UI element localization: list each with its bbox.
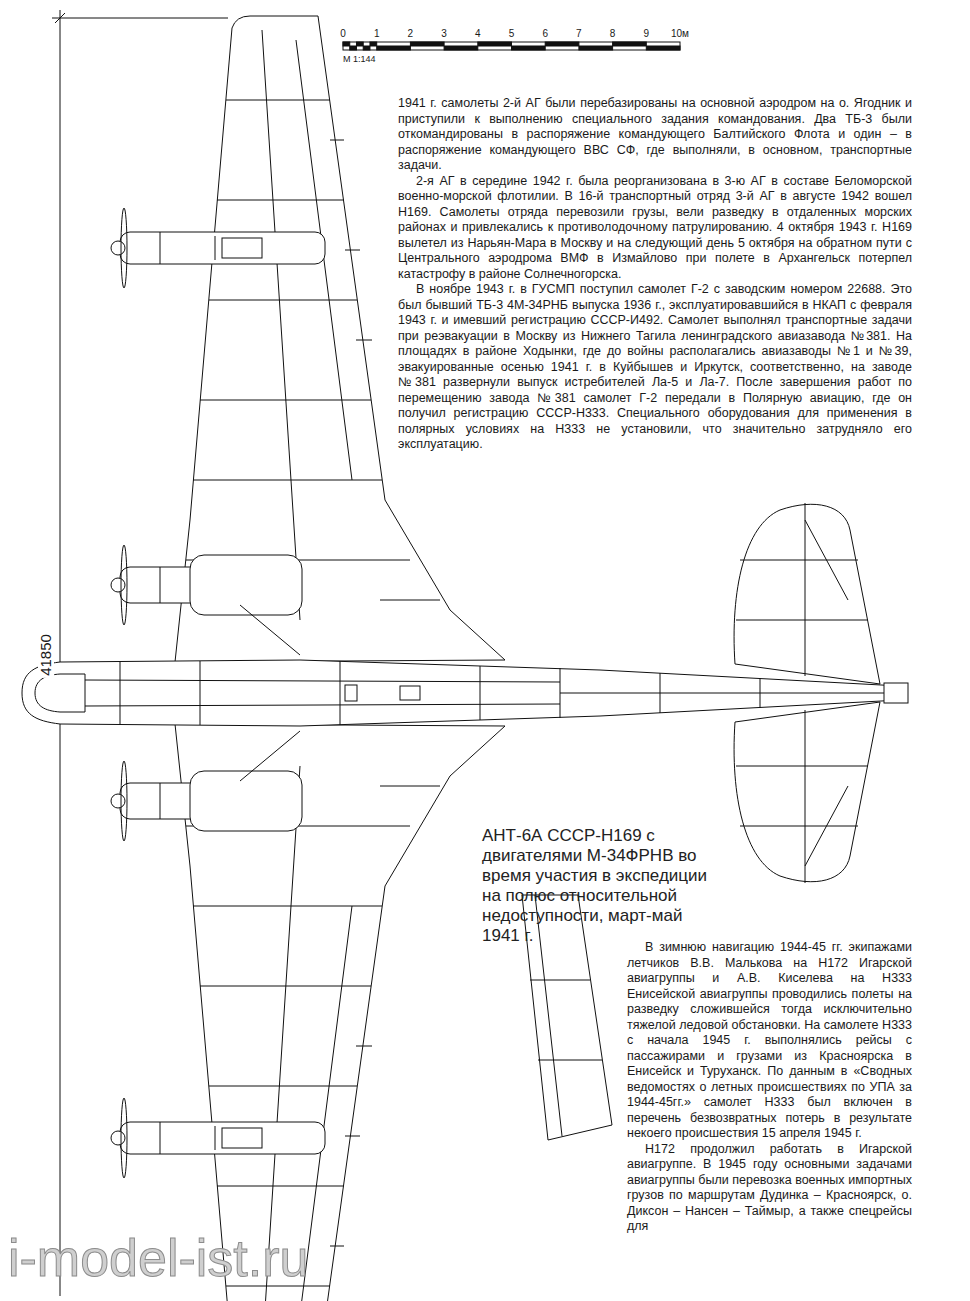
scale-bar (343, 42, 680, 50)
watermark: i-model-ist.ru (8, 1230, 309, 1286)
text-column: В зимнюю навигацию 1944-45 гг. экипажами… (627, 940, 912, 1235)
scale-ratio: М 1:144 (343, 54, 376, 64)
scale-number: 10м (671, 28, 689, 39)
scale-number: 0 (340, 28, 346, 39)
wing-detail (522, 895, 612, 1140)
engine-nacelles (111, 208, 325, 1178)
scale-number: 1 (374, 28, 380, 39)
dimension-value: 41850 (38, 632, 54, 678)
scale-number: 7 (576, 28, 582, 39)
scale-number: 5 (509, 28, 515, 39)
tailplane (734, 503, 908, 883)
scale-number: 6 (542, 28, 548, 39)
body-paragraph: 2-я АГ в середине 1942 г. была реорганиз… (398, 174, 912, 283)
drawing-caption: АНТ-6А СССР-Н169 с двигателями М-34ФРНВ … (482, 826, 712, 946)
scale-number: 3 (441, 28, 447, 39)
scale-number: 8 (610, 28, 616, 39)
body-paragraph: Н172 продолжил работать в Игарской авиаг… (627, 1142, 912, 1235)
scale-number: 9 (644, 28, 650, 39)
body-paragraph: В ноябре 1943 г. в ГУСМП поступил самоле… (398, 282, 912, 453)
scale-number: 2 (408, 28, 414, 39)
lower-wing (175, 724, 505, 1301)
scale-number: 4 (475, 28, 481, 39)
body-paragraph: 1941 г. самолеты 2-й АГ были перебазиров… (398, 96, 912, 174)
body-paragraph: В зимнюю навигацию 1944-45 гг. экипажами… (627, 940, 912, 1142)
fuselage (22, 660, 905, 726)
text-column: 1941 г. самолеты 2-й АГ были перебазиров… (398, 96, 912, 453)
